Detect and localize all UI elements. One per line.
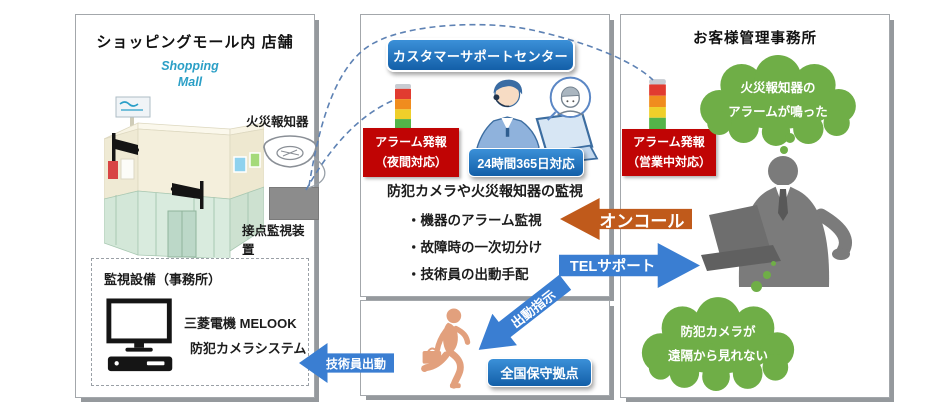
support-center-badge: カスタマーサポートセンター xyxy=(386,38,575,72)
thought-cloud-icon xyxy=(641,297,795,391)
support-bullet-2: ・故障時の一次切分け xyxy=(407,240,542,255)
thought-fire-line1: 火災報知器の xyxy=(740,81,816,95)
smoke-detector-icon xyxy=(263,135,317,168)
night-alarm-line2: （夜間対応） xyxy=(374,154,447,169)
contact-device-label: 接点監視装置 xyxy=(242,224,305,257)
support-bullet-3: ・技術員の出動手配 xyxy=(407,267,529,282)
window-green xyxy=(249,152,261,168)
fire-alarm-label: 火災報知器 xyxy=(246,115,309,129)
night-alarm-line1: アラーム発報 xyxy=(375,134,447,149)
shopping-mall-building-icon xyxy=(104,96,264,260)
equipment-box-title: 監視設備（事務所） xyxy=(104,272,222,287)
shop-panel-title: ショッピングモール内 店舗 xyxy=(96,34,294,51)
contact-monitor-device xyxy=(269,187,319,220)
tie-icon xyxy=(778,189,788,221)
camera-system-line2: 防犯カメラシステム xyxy=(190,341,307,356)
roof-sign-pole xyxy=(130,117,134,126)
cctv-camera-icon xyxy=(112,133,139,161)
headset-icon xyxy=(493,94,500,101)
window-blue xyxy=(233,156,247,173)
thought-camera-line2: 遠隔から見れない xyxy=(667,348,768,363)
thought-dot xyxy=(763,271,771,279)
laptop-icon xyxy=(701,205,781,271)
shop-panel: ショッピングモール内 店舗 xyxy=(75,14,319,398)
customer-office-panel: お客様管理事務所 アラーム発報 （営業中対応） xyxy=(620,14,890,398)
engineer-dispatch-arrow-label: 技術員出動 xyxy=(325,356,386,371)
building-sign-line1: Shopping xyxy=(161,59,219,73)
monitoring-equipment-box: 監視設備（事務所） 三菱電機 MELOOK 防犯カメラシステム xyxy=(91,258,309,386)
support-heading: 防犯カメラや火災報知器の監視 xyxy=(387,183,583,199)
thought-fire-text: 火災報知器の アラームが鳴った xyxy=(687,51,869,146)
night-alarm-badge: アラーム発報 （夜間対応） xyxy=(363,128,459,177)
support-bullets: ・機器のアラーム監視 ・故障時の一次切分け ・技術員の出動手配 xyxy=(407,207,542,288)
customer-speech-bubble-icon xyxy=(547,76,592,121)
shop-red-sign xyxy=(108,161,118,179)
camera-system-line1: 三菱電機 MELOOK xyxy=(184,316,297,331)
runner-icon xyxy=(421,308,471,389)
thought-cloud-camera: 防犯カメラが 遠隔から見れない xyxy=(629,293,807,391)
customer-office-title: お客様管理事務所 xyxy=(693,31,817,47)
tel-support-arrow-label: TELサポート xyxy=(569,259,656,275)
building-sign: Shopping Mall xyxy=(154,59,226,90)
thought-dot xyxy=(751,281,762,292)
support-bullet-1: ・機器のアラーム監視 xyxy=(407,213,542,228)
support-center-panel: カスタマーサポートセンター xyxy=(360,14,610,297)
shop-white-sign xyxy=(120,158,135,180)
building-sign-line2: Mall xyxy=(177,74,203,89)
maintenance-base-panel: 全国保守拠点 xyxy=(360,300,610,396)
thought-camera-text: 防犯カメラが 遠隔から見れない xyxy=(629,293,807,391)
businessman-silhouette-icon xyxy=(701,156,852,287)
roof-sign xyxy=(115,96,151,118)
oncall-arrow-label: オンコール xyxy=(599,211,685,231)
availability-badge: 24時間365日対応 xyxy=(468,148,584,177)
thought-cloud-icon xyxy=(700,55,856,146)
thought-dot xyxy=(780,146,788,154)
thought-dot xyxy=(785,133,795,143)
camera-system-text: 三菱電機 MELOOK 防犯カメラシステム xyxy=(184,311,306,361)
thought-dot xyxy=(771,261,776,266)
maintenance-base-badge: 全国保守拠点 xyxy=(487,358,592,387)
thought-fire-line2: アラームが鳴った xyxy=(728,105,828,119)
thought-camera-line1: 防犯カメラが xyxy=(680,324,756,339)
camera-system-icons xyxy=(106,298,173,372)
monitor-icon xyxy=(106,298,172,352)
thought-cloud-fire: 火災報知器の アラームが鳴った xyxy=(687,51,869,146)
video-recorder-icon xyxy=(107,356,173,372)
cctv-camera-icon xyxy=(170,181,204,209)
